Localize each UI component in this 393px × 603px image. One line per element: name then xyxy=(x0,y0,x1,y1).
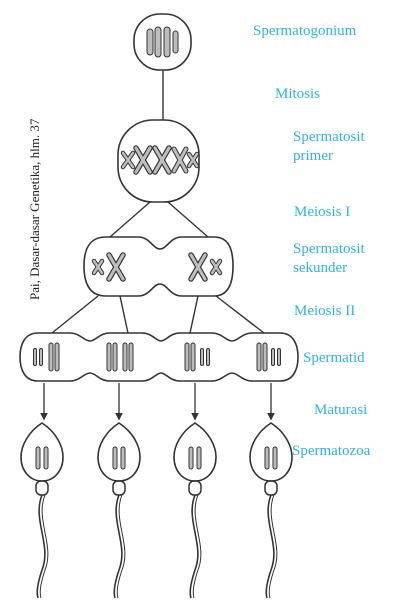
label-meiosis-2: Meiosis II xyxy=(294,303,356,319)
spermatogonium-cell xyxy=(133,13,192,71)
primary-spermatocyte-cell xyxy=(117,119,200,203)
label-spermatosit-sekunder-line1: Spermatosit xyxy=(293,241,365,257)
connector-line xyxy=(215,295,265,334)
label-spermatosit-sekunder: Spermatosit sekunder xyxy=(293,240,365,278)
connector-line xyxy=(167,201,209,238)
label-maturasi: Maturasi xyxy=(314,402,368,418)
source-credit: Pai, Dasar-dasar Genetika, hlm. 37 xyxy=(27,118,42,300)
spermatozoon-4 xyxy=(249,422,293,599)
label-spermatosit-sekunder-line2: sekunder xyxy=(293,260,348,276)
label-spermatogonium: Spermatogonium xyxy=(253,23,357,39)
label-spermatid: Spermatid xyxy=(303,350,365,366)
connector-line xyxy=(51,295,99,334)
secondary-spermatocyte-cells xyxy=(83,236,234,297)
spermatozoon-1 xyxy=(20,422,64,599)
spermatozoon-2 xyxy=(97,422,141,599)
connector-line xyxy=(189,295,199,334)
label-meiosis-1: Meiosis I xyxy=(294,204,351,220)
spermatid-cells xyxy=(19,332,299,382)
spermatozoon-3 xyxy=(173,422,217,599)
label-spermatosit-primer-line1: Spermatosit xyxy=(293,129,365,145)
label-spermatosit-primer-line2: primer xyxy=(293,148,333,164)
label-mitosis: Mitosis xyxy=(275,86,321,102)
label-spermatozoa: Spermatozoa xyxy=(292,443,371,459)
label-spermatosit-primer: Spermatosit primer xyxy=(293,128,365,166)
connector-line xyxy=(109,201,151,238)
connector-line xyxy=(119,295,129,334)
